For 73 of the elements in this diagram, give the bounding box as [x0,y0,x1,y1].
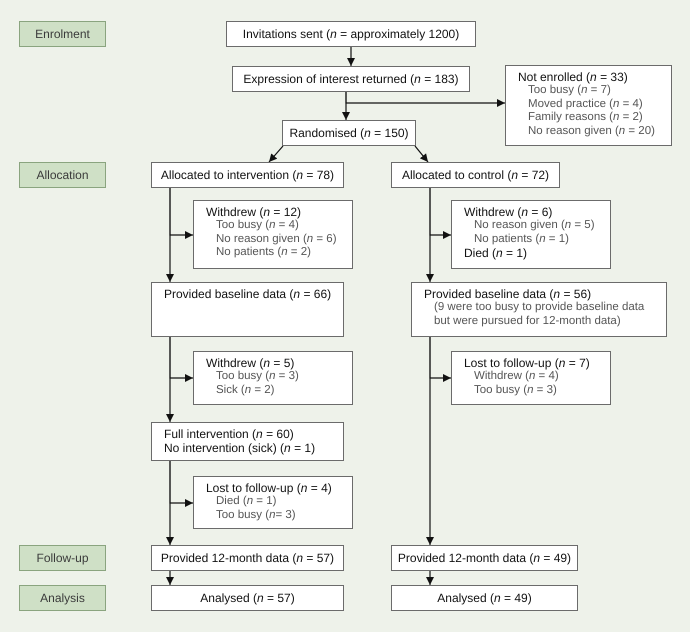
box-detail-text: Sick (n = 2) [215,384,276,397]
process-box [193,351,353,405]
process-box [151,585,344,611]
box-heading: Withdrew (n = 6) [464,205,554,219]
arrow [429,337,451,382]
process-box [232,66,470,92]
process-box [451,200,611,269]
process-box [282,120,416,146]
process-box [391,585,578,611]
box-detail-text: No reason given (n = 5) [473,219,596,232]
stage-label: Allocation [36,168,89,182]
box-heading: Provided 12-month data (n = 49) [398,551,572,565]
box-detail-text: No reason given (n = 20) [527,124,656,138]
box-heading: Analysed (n = 57) [200,591,295,605]
box-heading: Allocated to control (n = 72) [402,168,550,182]
box-detail-text: Too busy (n = 3) [215,370,300,384]
box-detail-text: Family reasons (n = 2) [527,111,644,124]
box-heading: Died (n = 1) [464,246,528,260]
box-detail-text: (9 were too busy to provide baseline data but were pursued for 12-month data) [433,301,646,328]
arrow [268,146,284,162]
box-heading: Not enrolled (n = 33) [518,70,629,84]
process-box [226,21,476,47]
box-heading: Expression of interest returned (n = 183) [243,72,459,86]
box-heading: Allocated to intervention (n = 78) [160,168,334,182]
box-heading: Full intervention (n = 60) [164,427,295,441]
arrow [169,188,193,239]
process-box [505,65,672,146]
process-box [151,545,344,571]
arrow [169,461,193,507]
stage-label: Follow-up [36,551,89,565]
process-box [193,200,353,269]
box-heading: Provided baseline data (n = 66) [164,287,332,301]
arrow [166,571,174,585]
box-heading: Randomised (n = 150) [289,126,409,140]
box-detail-text: No patients (n = 1) [473,232,570,246]
stage-label: Enrolment [35,27,90,41]
process-box [391,162,560,188]
box-detail-text: Moved practice (n = 4) [527,98,644,111]
box-heading: Lost to follow-up (n = 4) [206,481,333,495]
box-heading: Provided baseline data (n = 56) [424,287,592,301]
stage-label: Analysis [40,591,85,605]
arrow [345,92,505,107]
process-box [451,351,611,405]
box-detail-text: Withdrew (n = 4) [473,370,560,384]
process-box [151,422,344,461]
box-heading: Lost to follow-up (n = 7) [464,356,591,370]
box-detail-text: Died (n = 1) [215,495,278,508]
box-detail-text: Too busy (n = 3) [473,384,558,397]
process-box [391,545,578,571]
process-box [151,282,344,337]
arrow [414,146,428,162]
process-box [193,476,353,529]
box-heading: Invitations sent (n = approximately 1200) [242,27,460,41]
stage-label-box [19,162,106,188]
process-box [151,162,344,188]
process-box [411,282,667,337]
stage-label-box [19,585,106,611]
stage-label-box [19,21,106,47]
box-heading: No intervention (sick) (n = 1) [164,441,316,455]
box-heading: Withdrew (n = 5) [206,356,296,370]
box-detail-text: Too busy (n = 7) [527,84,612,98]
arrow [429,188,451,239]
arrow [347,47,355,66]
box-heading: Withdrew (n = 12) [206,205,302,219]
box-heading: Provided 12-month data (n = 57) [160,551,334,565]
box-detail-text: No patients (n = 2) [215,246,312,260]
box-detail-text: Too busy (n= 3) [215,508,297,522]
arrow [169,337,193,382]
box-detail-text: No reason given (n = 6) [215,232,338,246]
box-detail-text: Too busy (n = 4) [215,219,300,232]
arrow [426,571,434,585]
stage-label-box [19,545,106,571]
box-heading: Analysed (n = 49) [437,591,532,605]
